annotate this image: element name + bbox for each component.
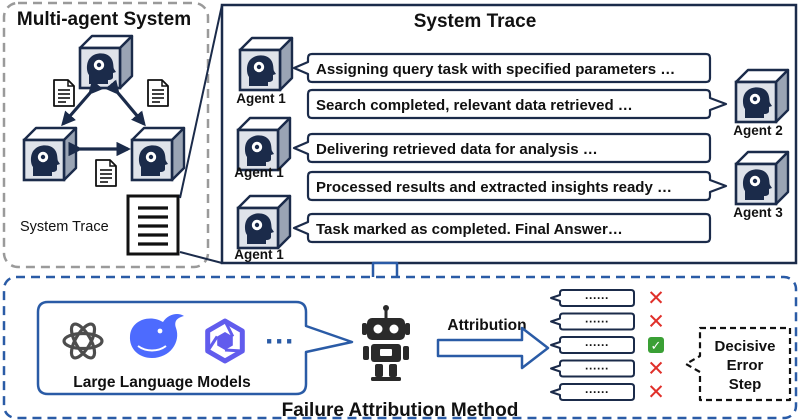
cross-mark-icon: ✕ xyxy=(647,310,665,334)
message-bubble: Task marked as completed. Final Answer… xyxy=(292,212,712,244)
decisive-line: Decisive xyxy=(715,338,776,355)
trace-message: Search completed, relevant data retrieve… xyxy=(316,97,633,114)
decisive-line: Error xyxy=(727,357,764,374)
decisive-line: Step xyxy=(729,376,762,393)
trace-message: Task marked as completed. Final Answer… xyxy=(316,221,623,238)
step-item: ······ ✕ xyxy=(550,286,665,310)
step-item: ······ ✕ xyxy=(550,357,665,381)
step-item: ······ ✕ xyxy=(550,310,665,334)
qwen-logo-icon xyxy=(205,318,245,364)
document-icon xyxy=(95,159,117,187)
trace-message: Delivering retrieved data for analysis … xyxy=(316,141,598,158)
step-bubble xyxy=(550,289,635,307)
step-text: ······ xyxy=(585,338,609,352)
mas-trace-label: System Trace xyxy=(20,219,109,235)
zoom-connector xyxy=(179,4,223,264)
agent-icon xyxy=(130,126,186,182)
agent-icon xyxy=(78,34,134,90)
step-mark: ✓ xyxy=(651,339,662,354)
system-trace-document-icon xyxy=(126,194,180,256)
step-bubble xyxy=(550,359,635,378)
agent-label: Agent 1 xyxy=(234,165,284,180)
decisive-error-step-box: Decisive Error Step xyxy=(684,326,792,402)
step-bubble xyxy=(550,336,635,354)
agent-icon xyxy=(734,150,790,206)
agent-label: Agent 2 xyxy=(733,123,783,138)
system-trace-panel: System Trace Agent 1 Agent 1 Agent 1 Age… xyxy=(220,3,798,265)
attribution-arrow xyxy=(436,326,550,370)
message-bubble: Delivering retrieved data for analysis … xyxy=(292,132,712,164)
robot-icon xyxy=(362,305,410,381)
step-text: ······ xyxy=(585,315,609,329)
mas-title: Multi-agent System xyxy=(17,9,191,30)
llm-box xyxy=(36,300,354,396)
agent-label: Agent 3 xyxy=(733,205,783,220)
message-bubble: Processed results and extracted insights… xyxy=(306,170,728,202)
multi-agent-system-panel: Multi-agent System System Trace xyxy=(2,1,210,269)
failure-attribution-panel: ··· Large Language Models Attribution ··… xyxy=(2,275,798,420)
system-trace-title: System Trace xyxy=(414,11,537,32)
step-bubble xyxy=(550,312,635,331)
trace-message: Assigning query task with specified para… xyxy=(316,61,675,78)
cross-mark-icon: ✕ xyxy=(647,380,665,404)
document-icon xyxy=(147,79,169,107)
check-mark-icon xyxy=(648,337,664,353)
deepseek-logo-icon xyxy=(129,314,184,358)
step-text: ······ xyxy=(585,385,609,399)
step-item: ······ ✓ xyxy=(550,336,664,354)
agent-icon xyxy=(236,194,292,250)
agent-icon xyxy=(734,68,790,124)
agent-icon xyxy=(22,126,78,182)
communication-arrows xyxy=(61,79,146,157)
message-bubble: Search completed, relevant data retrieve… xyxy=(306,88,728,120)
agent-icon xyxy=(236,116,292,172)
openai-logo-icon xyxy=(62,322,104,360)
step-list: ······ ✕ ······ ✕ ······ ✓ ······ ✕ ······ ✕ xyxy=(550,286,665,404)
agent-label: Agent 1 xyxy=(234,247,284,262)
trace-message: Processed results and extracted insights… xyxy=(316,179,672,196)
step-text: ······ xyxy=(585,291,609,305)
step-text: ······ xyxy=(585,362,609,376)
document-icon xyxy=(53,79,75,107)
cross-mark-icon: ✕ xyxy=(647,357,665,381)
cross-mark-icon: ✕ xyxy=(647,286,665,310)
step-item: ······ ✕ xyxy=(550,380,665,404)
attribution-label: Attribution xyxy=(447,317,526,334)
llm-more-ellipsis: ··· xyxy=(265,325,295,358)
message-bubble: Assigning query task with specified para… xyxy=(292,52,712,84)
agent-label: Agent 1 xyxy=(236,91,286,106)
agent-icon xyxy=(238,36,294,92)
llm-label: Large Language Models xyxy=(73,374,250,391)
step-bubble xyxy=(550,383,635,401)
failure-attribution-title: Failure Attribution Method xyxy=(282,400,519,420)
